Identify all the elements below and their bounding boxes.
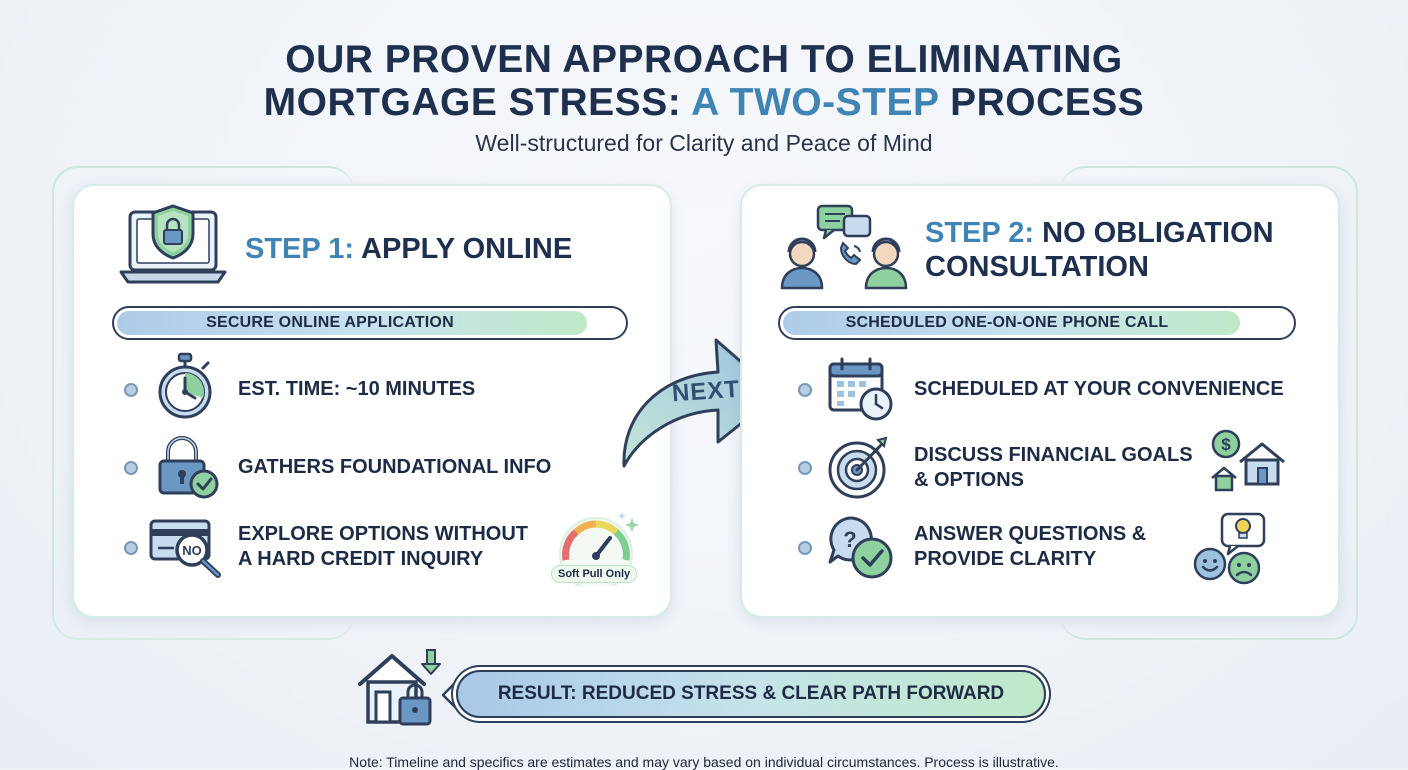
laptop-shield-icon (119, 204, 227, 284)
house-download-icon (358, 649, 441, 726)
next-arrow-icon (622, 338, 780, 468)
step2-item-2: DISCUSS FINANCIAL GOALS & OPTIONS (914, 443, 1193, 493)
step1-title: STEP 1: APPLY ONLINE (245, 232, 572, 266)
step2-item-3: ANSWER QUESTIONS & PROVIDE CLARITY (914, 522, 1146, 572)
step1-pill: SECURE ONLINE APPLICATION (112, 306, 628, 340)
step1-bullet-2 (124, 461, 138, 475)
stopwatch-icon (158, 352, 212, 419)
step2-item-3-line-1: ANSWER QUESTIONS & (914, 523, 1147, 545)
idea-faces-icon (1193, 512, 1266, 585)
step2-item-3-line-2: PROVIDE CLARITY (914, 548, 1097, 570)
advisors-chat-icon (780, 204, 908, 290)
step2-pill-label: SCHEDULED ONE-ON-ONE PHONE CALL (845, 314, 1169, 331)
step2-item-1: SCHEDULED AT YOUR CONVENIENCE (914, 378, 1284, 400)
title-line-1: OUR PROVEN APPROACH TO ELIMINATING (285, 38, 1123, 81)
title-line-2-highlight: A TWO-STEP (691, 81, 939, 124)
result-text: RESULT: REDUCED STRESS & CLEAR PATH FORW… (497, 683, 1005, 704)
step2-item-2-line-1: DISCUSS FINANCIAL GOALS (914, 444, 1193, 466)
step1-item-3-line-2: A HARD CREDIT INQUIRY (238, 548, 484, 570)
step1-number: STEP 1: (245, 233, 355, 265)
title-line-2-start: MORTGAGE STRESS: (263, 81, 692, 124)
step2-bullet-2 (798, 461, 812, 475)
soft-pull-badge: Soft Pull Only (551, 565, 638, 583)
step2-pill: SCHEDULED ONE-ON-ONE PHONE CALL (778, 306, 1296, 340)
step1-item-1: EST. TIME: ~10 MINUTES (238, 378, 476, 400)
step1-bullet-1 (124, 383, 138, 397)
step1-title-text: APPLY ONLINE (361, 233, 573, 265)
svg-text:$: $ (1221, 435, 1231, 454)
result-banner: RESULT: REDUCED STRESS & CLEAR PATH FORW… (456, 670, 1046, 718)
step1-item-3: EXPLORE OPTIONS WITHOUT A HARD CREDIT IN… (238, 522, 528, 572)
step2-title: STEP 2: NO OBLIGATION CONSULTATION (925, 216, 1274, 284)
step2-number: STEP 2: (925, 217, 1035, 249)
target-icon (828, 436, 888, 499)
step1-pill-label: SECURE ONLINE APPLICATION (206, 314, 454, 331)
step2-bullet-1 (798, 383, 812, 397)
svg-text:NO: NO (182, 543, 202, 558)
no-credit-card-icon: NO (149, 519, 221, 578)
calendar-clock-icon (828, 357, 893, 421)
svg-text:?: ? (843, 527, 856, 552)
dollar-houses-icon: $ (1211, 429, 1285, 492)
padlock-check-icon (158, 436, 219, 499)
question-check-icon: ? (828, 516, 893, 579)
page-subtitle: Well-structured for Clarity and Peace of… (475, 130, 933, 156)
step2-title-line-2: CONSULTATION (925, 251, 1149, 283)
step2-pill-fill (783, 311, 1240, 335)
page-title: OUR PROVEN APPROACH TO ELIMINATING MORTG… (0, 38, 1408, 124)
footnote: Note: Timeline and specifics are estimat… (349, 754, 1059, 770)
step1-pill-fill (117, 311, 588, 335)
step1-item-3-line-1: EXPLORE OPTIONS WITHOUT (238, 523, 529, 545)
step2-item-2-line-2: & OPTIONS (914, 469, 1025, 491)
step1-bullet-3 (124, 541, 138, 555)
title-line-2-end: PROCESS (938, 81, 1145, 124)
step1-item-2: GATHERS FOUNDATIONAL INFO (238, 456, 552, 478)
step2-title-line-1: NO OBLIGATION (1042, 217, 1274, 249)
right-decor-outline (1060, 166, 1358, 640)
step2-bullet-3 (798, 541, 812, 555)
next-label: NEXT (671, 375, 741, 408)
left-decor-outline (52, 166, 354, 640)
result-pointer (441, 677, 461, 713)
